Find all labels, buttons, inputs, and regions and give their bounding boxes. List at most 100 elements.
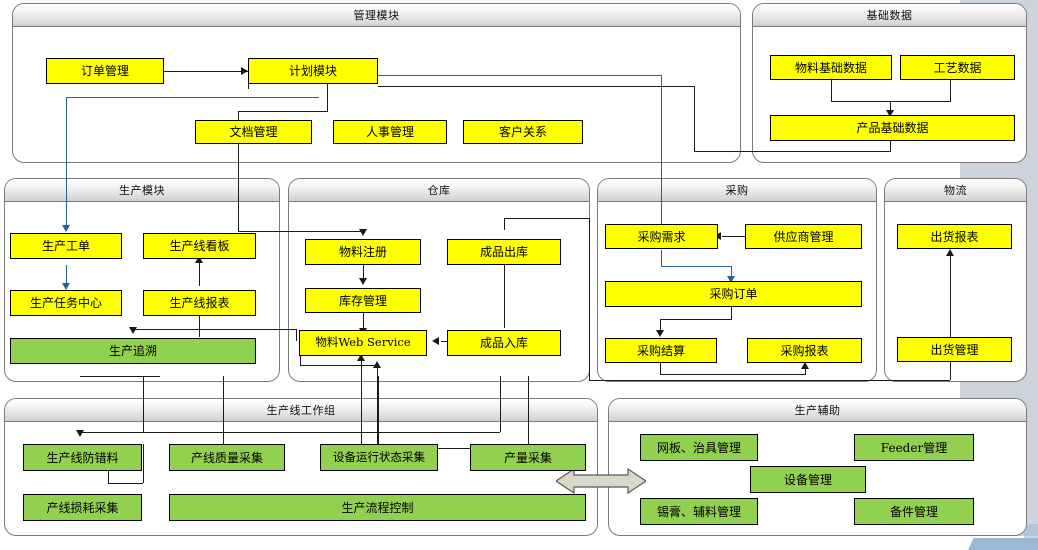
node-label: 人事管理	[365, 125, 414, 139]
arrowhead-blue-workorder-to-task	[62, 283, 70, 290]
node-finished-goods-outbound[interactable]: 成品出库	[447, 239, 561, 265]
node-planning-module[interactable]: 计划模块	[248, 58, 378, 84]
arrowhead-matreg-to-inv	[359, 278, 367, 285]
node-purchase-report[interactable]: 采购报表	[747, 338, 862, 363]
bidirectional-arrow-icon	[556, 467, 646, 495]
group-warehouse-title: 仓库	[427, 183, 451, 197]
node-label: 备件管理	[889, 504, 938, 519]
group-production-header: 生产模块	[5, 179, 279, 202]
node-line-quality-collection[interactable]: 产线质量采集	[169, 444, 285, 471]
connector-po-down	[731, 306, 732, 319]
connector-settle-to-report	[660, 374, 805, 375]
node-label: 成品入库	[479, 336, 528, 350]
node-label: 物料基础数据	[794, 60, 867, 75]
node-hr-management[interactable]: 人事管理	[333, 120, 447, 144]
node-production-work-order[interactable]: 生产工单	[10, 233, 122, 259]
connector-linereport-to-kanban	[199, 260, 200, 286]
node-material-registration[interactable]: 物料注册	[305, 239, 421, 265]
connector-blue-req-to-order-v	[731, 266, 732, 280]
node-output-collection[interactable]: 产量采集	[470, 444, 586, 471]
group-production-support-header: 生产辅助	[609, 399, 1026, 422]
node-customer-relations[interactable]: 客户关系	[463, 120, 583, 144]
arrowhead-ws-riser-1	[357, 354, 365, 361]
connector-product-data-v2	[890, 141, 891, 152]
group-production-title: 生产模块	[119, 183, 165, 197]
node-label: 生产任务中心	[29, 296, 102, 310]
node-production-traceability[interactable]: 生产追溯	[10, 338, 256, 364]
connector-outbound-up	[504, 218, 505, 230]
connector-drop-output	[528, 376, 529, 444]
connector-po-to-settle	[660, 319, 732, 320]
connector-plan-down-1	[327, 84, 328, 112]
node-line-loss-collection[interactable]: 产线损耗采集	[23, 494, 142, 521]
connector-loss-up	[143, 444, 144, 483]
node-product-basic-data[interactable]: 产品基础数据	[770, 115, 1015, 141]
connector-procdata-down	[950, 80, 951, 101]
node-spare-parts-management[interactable]: 备件管理	[854, 498, 974, 525]
connector-bus-to-trace	[133, 329, 296, 330]
connector-errorproof-to-loss	[108, 483, 143, 484]
node-inventory-management[interactable]: 库存管理	[305, 288, 421, 313]
group-shadow	[19, 162, 743, 165]
connector-drop-quality-2	[223, 376, 224, 432]
group-production-line-workgroup-header: 生产线工作组	[5, 399, 597, 422]
node-shipping-report[interactable]: 出货报表	[897, 224, 1012, 249]
node-production-task-center[interactable]: 生产任务中心	[10, 290, 122, 316]
group-logistics-title: 物流	[944, 183, 967, 197]
connector-logistics-riser	[950, 360, 951, 380]
node-order-management[interactable]: 订单管理	[46, 58, 164, 84]
connector-outbound-bus	[504, 218, 589, 219]
connector-po-to-settle-v	[660, 319, 661, 333]
connector-workgroup-bus	[80, 432, 500, 433]
connector-basicdata-join	[831, 101, 951, 102]
node-production-line-kanban[interactable]: 生产线看板	[143, 233, 256, 259]
connector-settle-down	[660, 363, 661, 374]
node-material-web-service[interactable]: 物料Web Service	[299, 330, 427, 356]
connector-ws-riser-1-h	[300, 365, 378, 366]
connector-ws-riser-2-h	[377, 448, 537, 449]
node-label: 出货报表	[930, 229, 979, 244]
node-stencil-fixture-management[interactable]: 网板、治具管理	[640, 434, 758, 461]
node-purchase-settlement[interactable]: 采购结算	[605, 338, 717, 363]
group-production-line-workgroup-title: 生产线工作组	[266, 403, 336, 417]
node-label: 成品出库	[479, 245, 528, 259]
arrowhead-bus-to-trace	[129, 327, 137, 334]
node-document-management[interactable]: 文档管理	[195, 120, 312, 144]
connector-outbound-to-logistics	[589, 380, 950, 381]
node-purchase-order[interactable]: 采购订单	[605, 281, 862, 307]
node-label: 生产工单	[41, 239, 90, 253]
connector-shipping-mgmt-to-report	[950, 253, 951, 337]
node-finished-goods-inbound[interactable]: 成品入库	[447, 330, 561, 356]
node-line-error-proofing[interactable]: 生产线防错料	[23, 444, 142, 471]
node-equipment-management[interactable]: 设备管理	[750, 466, 866, 493]
node-production-process-control[interactable]: 生产流程控制	[169, 494, 586, 521]
node-shipping-management[interactable]: 出货管理	[897, 337, 1012, 362]
arrowhead-basicdata-to-product	[886, 110, 894, 117]
node-label: 客户关系	[498, 125, 547, 139]
node-process-data[interactable]: 工艺数据	[900, 55, 1015, 80]
node-label: 产线损耗采集	[46, 500, 119, 515]
node-label: 库存管理	[338, 293, 387, 308]
node-solder-paste-material-management[interactable]: 锡膏、辅料管理	[640, 498, 758, 525]
arrowhead-inbound-to-ws	[432, 337, 439, 345]
connector-blue-req-down	[661, 250, 662, 266]
node-supplier-management[interactable]: 供应商管理	[745, 224, 862, 249]
connector-inbound-to-outbound	[504, 258, 505, 328]
node-production-line-report[interactable]: 生产线报表	[143, 290, 256, 316]
node-purchase-requirement[interactable]: 采购需求	[605, 224, 718, 249]
connector-errorproof-down	[108, 471, 109, 483]
node-label: 采购订单	[709, 287, 758, 301]
connector-product-data-v1	[694, 86, 695, 151]
node-label: 生产线看板	[169, 239, 230, 253]
arrowhead-shipping-to-report	[946, 249, 954, 256]
node-label: 采购报表	[780, 343, 829, 358]
node-material-basic-data[interactable]: 物料基础数据	[770, 55, 892, 80]
connector-plan-to-material-reg	[238, 231, 363, 232]
node-label: 设备管理	[783, 472, 832, 487]
connector-blue-to-purchase-req	[661, 75, 662, 230]
node-equipment-status-collection[interactable]: 设备运行状态采集	[320, 444, 438, 471]
connector-workgroup-bus-v	[500, 376, 501, 432]
group-production-support-title: 生产辅助	[794, 403, 841, 417]
node-feeder-management[interactable]: Feeder管理	[854, 434, 974, 461]
